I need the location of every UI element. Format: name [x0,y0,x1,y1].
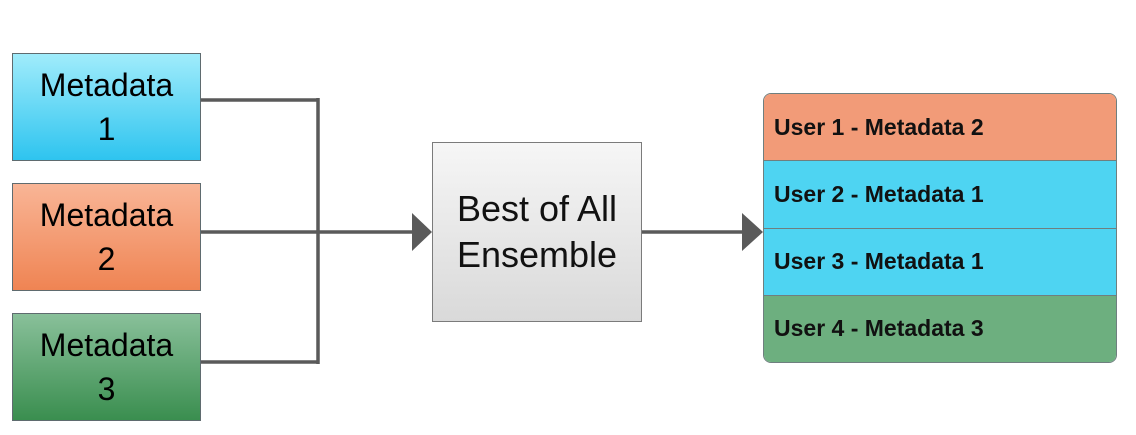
result-row-user-1: User 1 - Metadata 2 [764,94,1116,161]
result-row-user-4: User 4 - Metadata 3 [764,294,1116,362]
metadata-2-label: Metadata [39,197,174,233]
metadata-3-label: Metadata [39,327,174,363]
ensemble-box: Best of All Ensemble [432,142,642,322]
ensemble-label-line1: Best of All [456,188,618,229]
result-row-label: User 4 - Metadata 3 [774,315,984,342]
arrowhead-to-ensemble [412,213,432,251]
result-row-user-3: User 3 - Metadata 1 [764,227,1116,295]
metadata-3-box: Metadata 3 [12,313,201,421]
metadata-2-number: 2 [97,241,116,277]
result-row-label: User 3 - Metadata 1 [774,248,984,275]
ensemble-label-line2: Ensemble [456,234,618,275]
metadata-1-box: Metadata 1 [12,53,201,161]
metadata-1-number: 1 [97,111,116,147]
results-panel: User 1 - Metadata 2 User 2 - Metadata 1 … [763,93,1117,363]
metadata-1-label: Metadata [39,67,174,103]
result-row-label: User 2 - Metadata 1 [774,180,984,207]
result-row-user-2: User 2 - Metadata 1 [764,160,1116,228]
metadata-3-number: 3 [97,371,116,407]
result-row-label: User 1 - Metadata 2 [774,113,984,140]
metadata-2-box: Metadata 2 [12,183,201,291]
arrowhead-to-results [742,213,763,251]
